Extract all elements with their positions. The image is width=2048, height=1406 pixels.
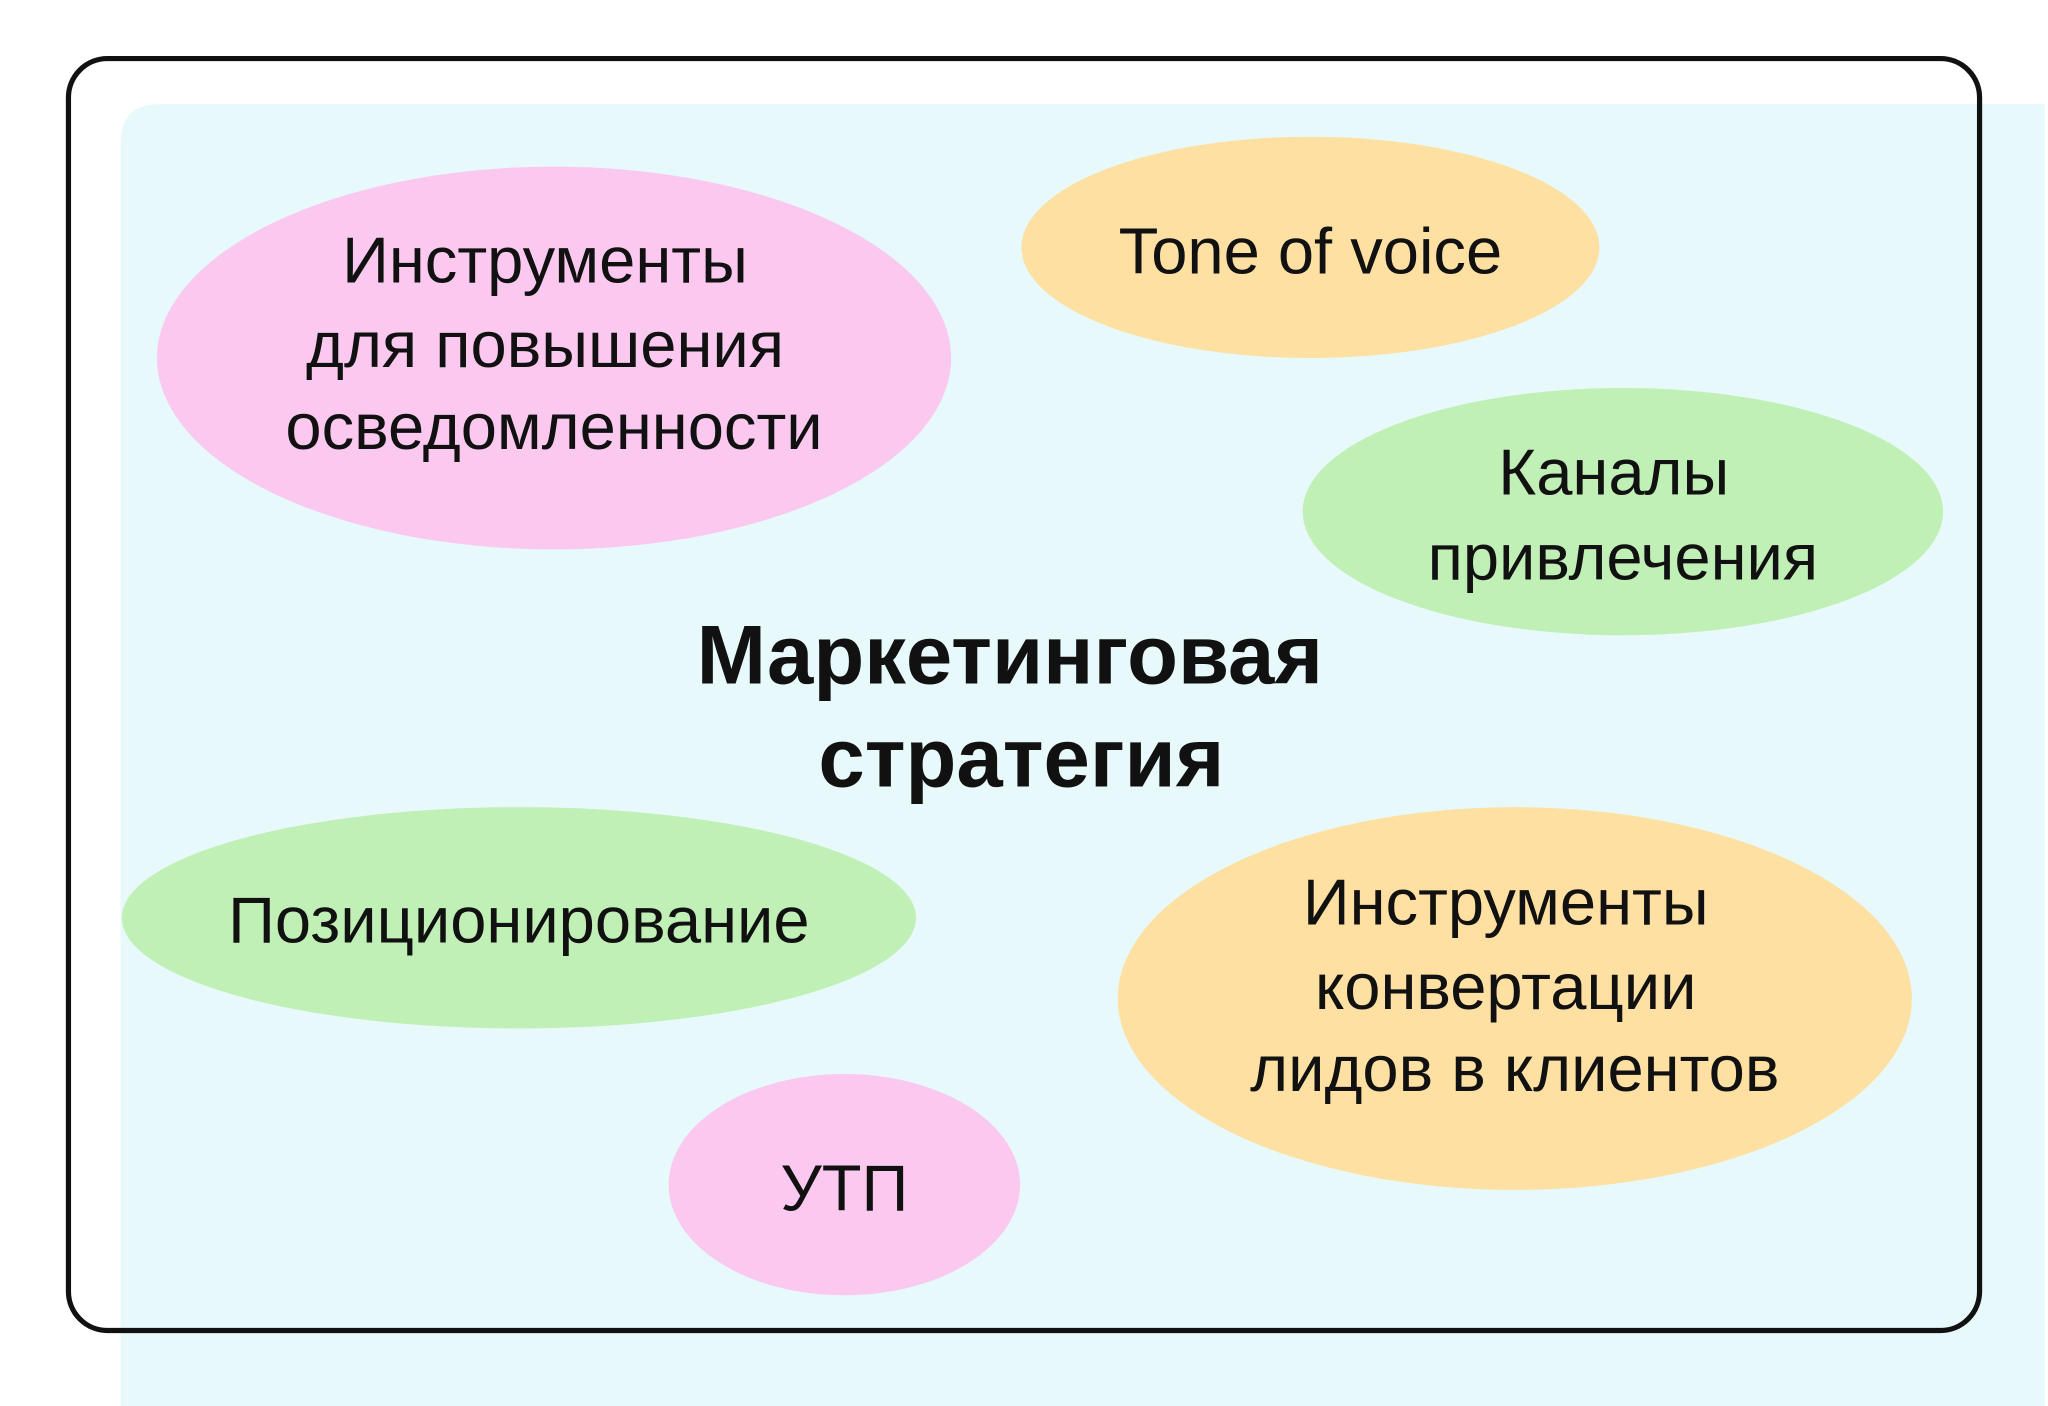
bubble-label-line: УТП xyxy=(780,1152,908,1225)
bubble-shape xyxy=(1302,387,1944,636)
bubble-tone-of-voice: Tone of voice xyxy=(1021,136,1600,359)
bubble-label-line: конвертации xyxy=(1315,950,1696,1023)
svg-text:Tone of voice: Tone of voice xyxy=(1119,214,1502,287)
bubble-label-line: Инструменты xyxy=(342,224,748,297)
bubble-label-line: осведомленности xyxy=(285,390,822,463)
bubble-label-line: для повышения xyxy=(306,308,784,381)
bubble-label-line: Инструменты xyxy=(1303,865,1709,938)
svg-text:Позиционирование: Позиционирование xyxy=(228,884,809,957)
title-line: стратегия xyxy=(818,711,1224,804)
bubble-label-line: лидов в клиентов xyxy=(1250,1032,1779,1105)
bubble-label-line: Tone of voice xyxy=(1119,214,1502,287)
bubble-label-line: Позиционирование xyxy=(228,884,809,957)
svg-text:Инструменты для повышени: Инструменты для повышения осведомленност… xyxy=(285,224,822,464)
bubble-conversion-tools: Инструменты конвертации лидов в клиентов xyxy=(1117,807,1912,1190)
bubble-shape xyxy=(668,1074,1021,1296)
bubble-acquisition-channels: Каналы привлечения xyxy=(1302,387,1944,636)
bubble-shape xyxy=(1117,807,1912,1190)
bubble-label-line: Каналы xyxy=(1498,436,1729,509)
svg-text:УТП: УТП xyxy=(780,1152,908,1225)
svg-text:Инструменты конвертации: Инструменты конвертации лидов в клиентов xyxy=(1250,865,1779,1105)
bubble-awareness-tools: Инструменты для повышения осведомленност… xyxy=(156,166,952,550)
bubble-shape xyxy=(121,807,916,1029)
bubble-shape xyxy=(1021,136,1600,359)
bubble-positioning: Позиционирование xyxy=(121,807,916,1029)
bubble-usp: УТП xyxy=(668,1074,1021,1296)
diagram-title: Маркетинговая стратегия xyxy=(697,608,1347,804)
svg-text:Каналы привлечения: Каналы привлечения xyxy=(1428,436,1819,594)
bubble-label-line: привлечения xyxy=(1428,520,1819,593)
frame-border xyxy=(65,55,1983,1334)
bubble-shape xyxy=(156,166,952,550)
title-line: Маркетинговая xyxy=(697,608,1323,701)
